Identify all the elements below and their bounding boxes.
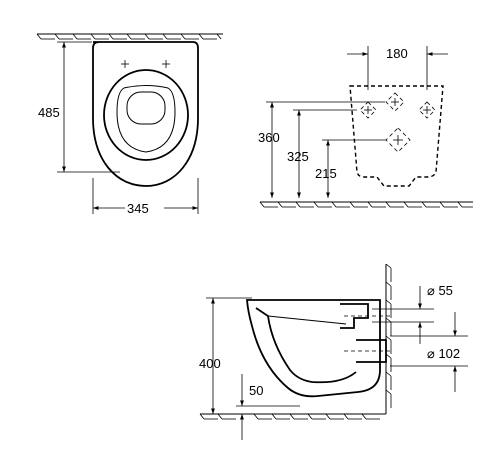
dim-floor-offset: 50 <box>249 383 263 398</box>
bowl-profile-outer <box>246 299 381 398</box>
side-wall-hatching <box>385 263 392 408</box>
side-floor-hatching <box>199 413 380 420</box>
dim-front-height: 485 <box>38 105 60 120</box>
dim-fix-height-mid: 325 <box>287 149 309 164</box>
dim-outlet-diameter: ⌀ 102 <box>427 346 460 361</box>
dim-side-height: 400 <box>199 356 221 371</box>
front-wall-hatching <box>36 33 222 40</box>
dim-fix-height-lower: 215 <box>315 166 337 181</box>
bowl-outline <box>92 41 199 187</box>
template-holes <box>359 92 436 153</box>
fixing-cross-right <box>162 60 170 68</box>
template-floor-hatching <box>259 201 473 208</box>
rim-hole <box>126 91 166 125</box>
inlet-stub <box>340 303 369 329</box>
bowl-profile-inner <box>255 307 357 384</box>
dim-front-width: 345 <box>127 201 149 216</box>
dim-inlet-diameter: ⌀ 55 <box>427 283 453 298</box>
hole-centre-marks <box>364 98 431 145</box>
seat-opening <box>116 85 176 153</box>
seat-outer <box>103 69 189 161</box>
front-view: 485 345 <box>36 33 223 216</box>
dim-fix-spacing: 180 <box>386 46 408 61</box>
template-outline <box>349 85 444 187</box>
side-view: 400 50 ⌀ 55 ⌀ 102 <box>199 263 468 440</box>
dim-fix-height-upper: 360 <box>258 130 280 145</box>
rim-line <box>267 315 347 325</box>
fixing-template-view: 360 325 215 180 <box>258 46 473 208</box>
fixing-cross-left <box>121 60 129 68</box>
